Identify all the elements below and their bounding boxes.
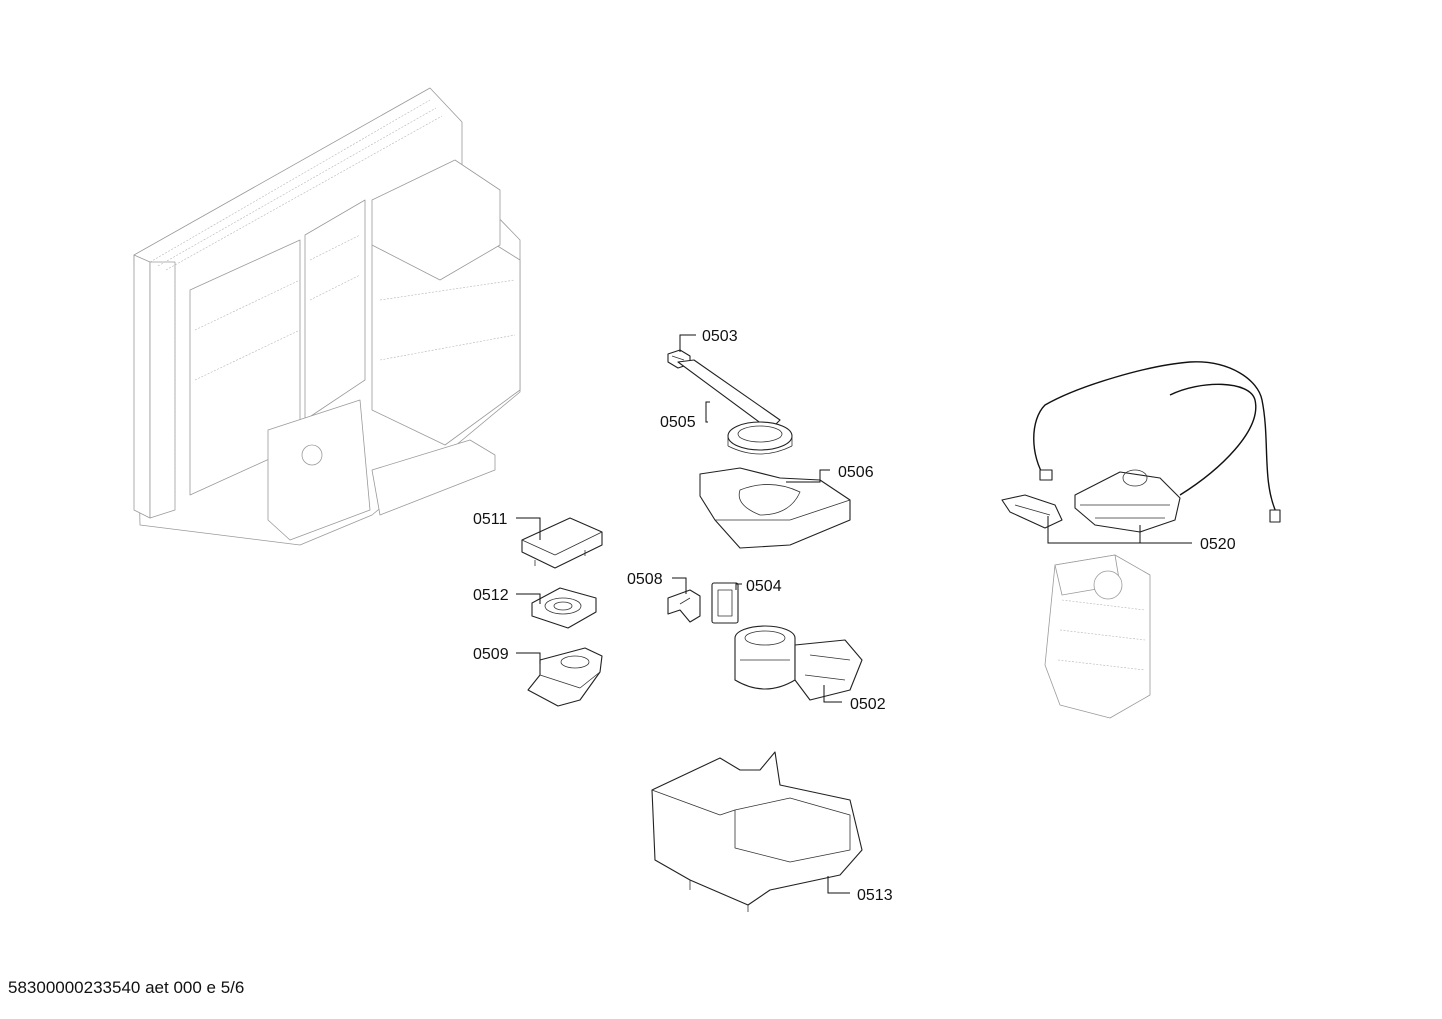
callout-0509: 0509	[473, 646, 509, 663]
callout-0511: 0511	[473, 511, 508, 528]
callout-0508: 0508	[627, 571, 663, 588]
part-0504	[711, 582, 739, 624]
part-0508	[667, 589, 701, 623]
callout-0513: 0513	[857, 887, 893, 904]
part-0506	[699, 467, 851, 549]
part-0512	[531, 587, 597, 629]
leader-lines	[516, 334, 1192, 894]
brewing-unit-ghost	[1044, 554, 1151, 719]
part-0511	[521, 517, 603, 569]
part-0502	[734, 625, 863, 701]
part-0505	[677, 359, 793, 455]
callout-0512: 0512	[473, 587, 509, 604]
callout-0520: 0520	[1200, 536, 1236, 553]
drawing-footer-id: 58300000233540 aet 000 e 5/6	[8, 978, 245, 997]
part-0520	[1001, 361, 1281, 533]
callout-0505: 0505	[660, 414, 696, 431]
callout-0506: 0506	[838, 464, 874, 481]
callout-0502: 0502	[850, 696, 886, 713]
callout-0503: 0503	[702, 328, 738, 345]
part-0513	[651, 751, 863, 912]
callout-0504: 0504	[746, 578, 782, 595]
appliance-housing-ghost	[133, 87, 521, 546]
part-0509	[527, 647, 603, 707]
callout-labels: 0503 0505 0506 0511 0512 0509 0508 0504 …	[473, 328, 1236, 904]
